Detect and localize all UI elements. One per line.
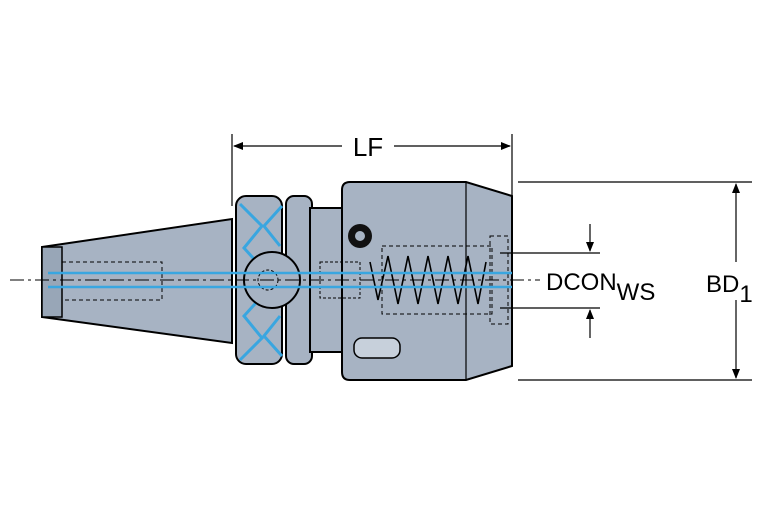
dcon-label-main: DCON — [546, 269, 617, 296]
bd-label-main: BD — [706, 271, 739, 298]
spring-coil — [369, 255, 487, 305]
lf-label: LF — [353, 132, 383, 162]
chuck-body — [341, 181, 513, 381]
clamp-screw-socket — [355, 231, 365, 241]
retention-knob-end — [41, 246, 63, 318]
dcon-label: DCONWS — [546, 269, 655, 306]
retention-bore-hidden — [61, 261, 163, 301]
bd-label-sub: 1 — [739, 281, 752, 308]
bd-label: BD1 — [706, 271, 753, 308]
dcon-label-sub: WS — [617, 279, 656, 306]
body-slot — [353, 337, 401, 359]
taper-shank — [41, 217, 233, 345]
